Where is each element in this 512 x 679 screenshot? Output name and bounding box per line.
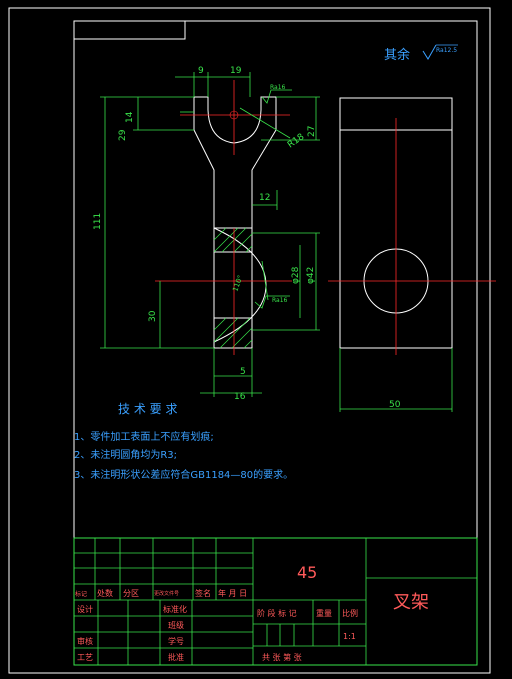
tb-review-label: 审核 [77,636,93,646]
requirement-3: 3、未注明形状公差应符合GB1184—80的要求。 [74,468,293,481]
tb-stage-label: 阶 段 标 记 [257,608,297,618]
roughness-top-label: Ra16 [270,84,286,91]
dim-12: 12 [259,193,270,203]
tb-class-label: 班级 [168,620,184,630]
tb-sheets-label: 共 张 第 张 [262,652,302,662]
roughness-bore-label: Ra16 [272,297,288,304]
tb-craft-label: 工艺 [77,653,93,662]
dim-50: 50 [389,400,401,410]
front-view [155,80,292,355]
dim-111: 111 [93,213,103,230]
tb-approve-label: 批准 [168,652,184,662]
requirements-title: 技 术 要 求 [118,402,177,416]
dim-phi42: φ42 [306,267,316,284]
front-view-dimensions [100,72,320,397]
tb-weight-label: 重量 [316,608,332,618]
roughness-symbol-icon [422,44,458,60]
tb-scale-label: 比例 [342,608,358,618]
dim-19: 19 [230,66,242,76]
requirement-1: 1、零件加工表面上不应有划痕; [74,430,214,443]
title-block-grid [73,537,478,666]
tb-standard-label: 标准化 [163,604,187,614]
tb-sign-label: 签名 [195,588,211,598]
dim-14: 14 [125,111,135,123]
roughness-other-label: 其余 [384,47,410,63]
material-label: 45 [297,563,317,582]
dim-phi28: φ28 [291,266,301,284]
tb-count-label: 处数 [97,588,113,598]
roughness-other-value: Ra12.5 [436,47,457,54]
part-name-label: 叉架 [393,592,429,613]
outer-frame [8,7,491,674]
tb-marks-label: 标记 [75,590,87,598]
dim-5: 5 [240,367,246,377]
dim-r18: R18 [286,132,306,151]
tb-scale-value: 1:1 [343,632,356,641]
dim-9: 9 [198,66,204,76]
tb-design-label: 设计 [77,604,93,614]
top-left-box [73,20,186,40]
dim-27: 27 [307,126,317,137]
tb-student-no-label: 学号 [168,636,184,646]
dim-16: 16 [234,392,246,402]
dim-angle: 110° [231,274,244,293]
tb-date-label: 年 月 日 [218,588,247,598]
tb-zone-label: 分区 [123,589,139,598]
dim-30: 30 [148,310,158,322]
tb-docno-label: 更改文件号 [154,590,179,597]
dim-29: 29 [118,129,128,141]
requirement-2: 2、未注明圆角均为R3; [74,448,177,461]
side-view [328,97,496,412]
